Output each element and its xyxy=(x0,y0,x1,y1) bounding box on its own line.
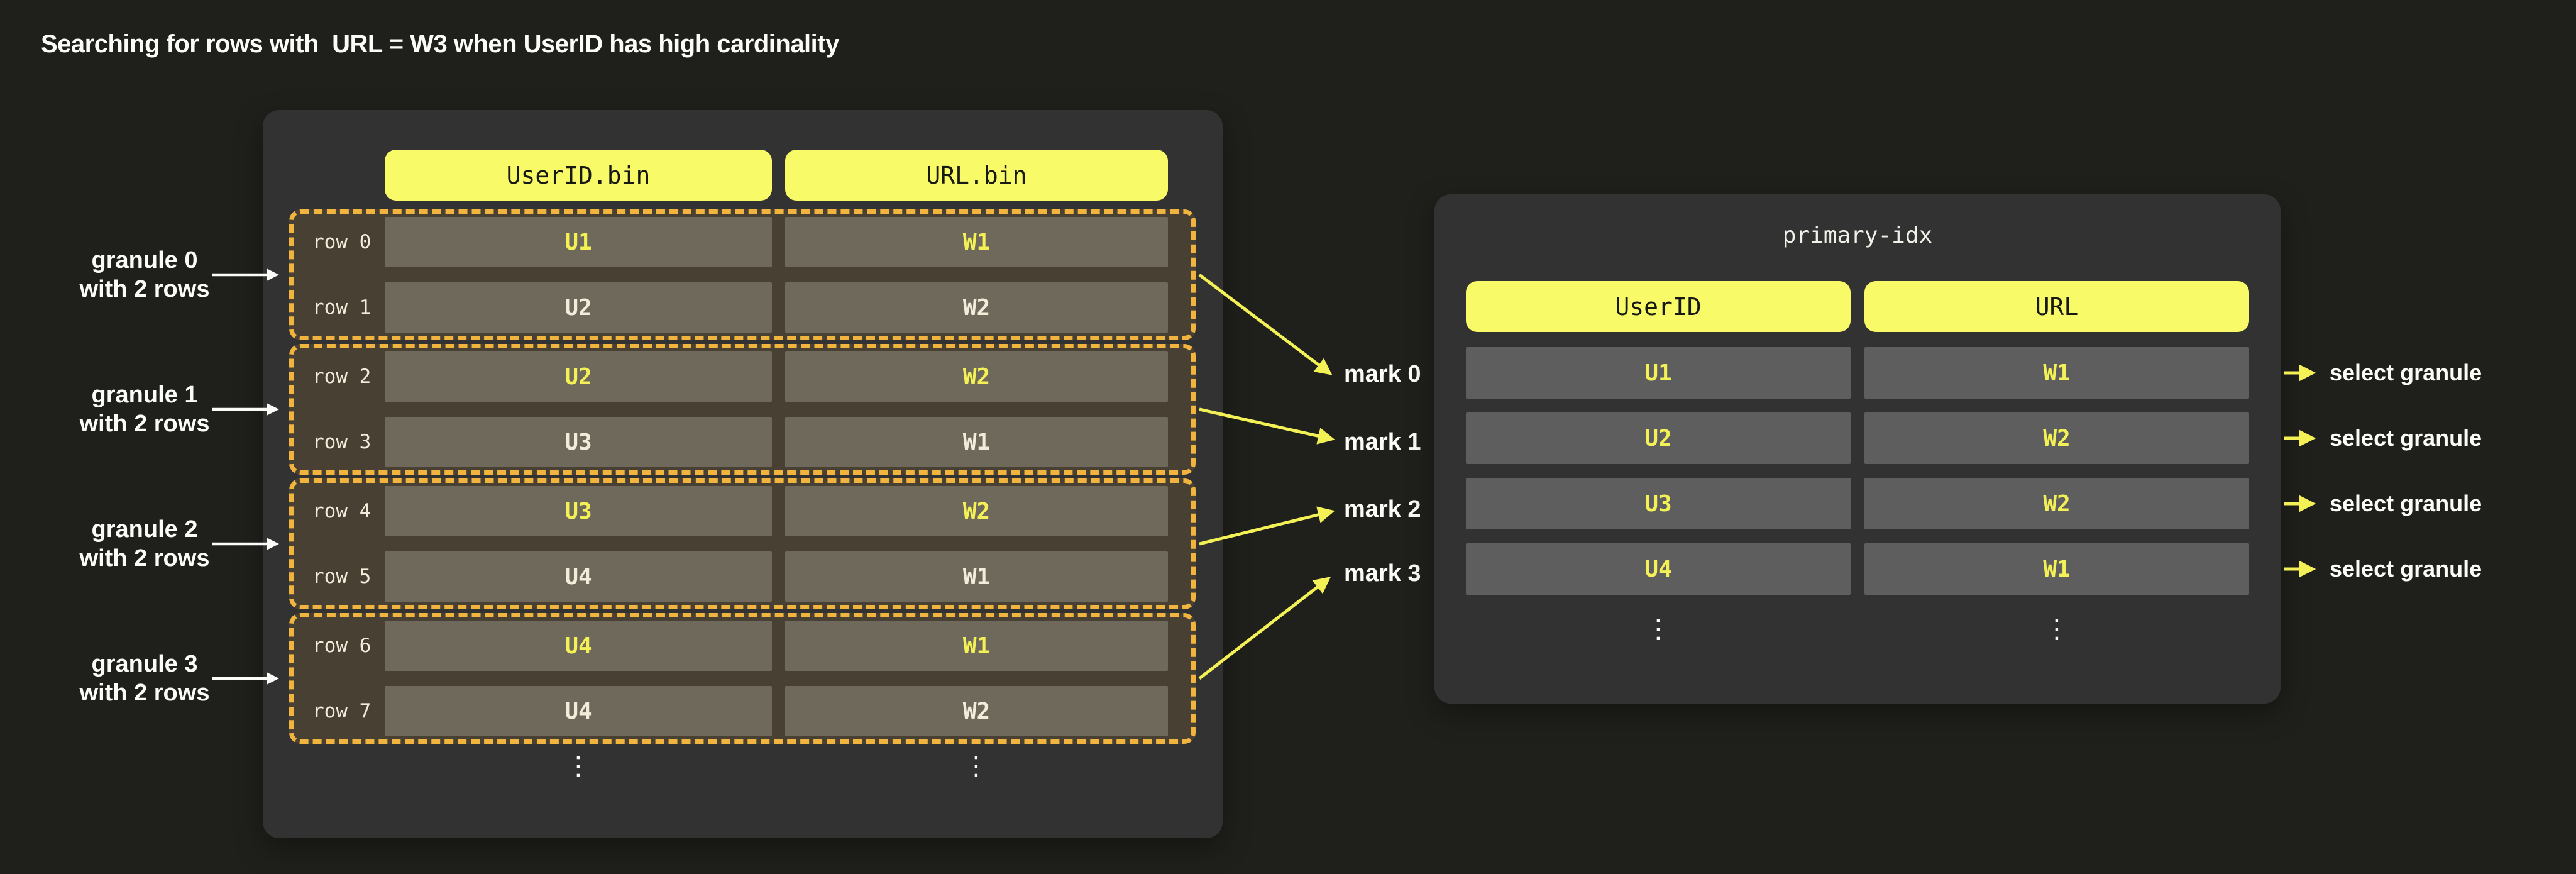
userid-header: UserID xyxy=(1466,281,1851,332)
url-cell: W1 xyxy=(785,621,1168,671)
row-label: row 5 xyxy=(312,565,372,588)
granule-1-label: granule 1 with 2 rows xyxy=(35,380,255,438)
mark-3-label: mark 3 xyxy=(1344,560,1421,587)
granule-label-line: granule 2 xyxy=(91,516,198,543)
userid-cell: U3 xyxy=(385,486,772,536)
granule-label-line: with 2 rows xyxy=(79,411,210,437)
granule-label-line: with 2 rows xyxy=(79,680,210,706)
url-cell: W1 xyxy=(785,417,1168,467)
vertical-ellipsis: ⋮ xyxy=(2044,614,2070,643)
granule-box-2: row 4 U3 W2 row 5 U4 W1 xyxy=(289,478,1196,609)
userid-cell: U4 xyxy=(385,621,772,671)
granule-label-line: granule 0 xyxy=(91,247,198,274)
row-label: row 2 xyxy=(312,365,372,388)
granule-3-label: granule 3 with 2 rows xyxy=(35,650,255,707)
row-label: row 6 xyxy=(312,634,372,657)
url-bin-header: URL.bin xyxy=(785,150,1168,201)
granule-box-0: row 0 U1 W1 row 1 U2 W2 xyxy=(289,209,1196,340)
index-url-cell: W2 xyxy=(1864,478,2249,529)
granule-box-3: row 6 U4 W1 row 7 U4 W2 xyxy=(289,613,1196,744)
userid-cell: U3 xyxy=(385,417,772,467)
granule-label-line: with 2 rows xyxy=(79,545,210,572)
row-label: row 0 xyxy=(312,231,372,253)
userid-cell: U4 xyxy=(385,551,772,602)
url-cell: W1 xyxy=(785,217,1168,267)
index-userid-cell: U4 xyxy=(1466,543,1851,595)
url-header: URL xyxy=(1864,281,2249,332)
index-url-cell: W1 xyxy=(1864,347,2249,399)
index-userid-cell: U1 xyxy=(1466,347,1851,399)
primary-index-panel: primary-idx UserID URL U1 W1 U2 W2 U3 W2… xyxy=(1434,194,2281,704)
granule-0-label: granule 0 with 2 rows xyxy=(35,246,255,304)
row-label: row 7 xyxy=(312,700,372,722)
select-granule-label: select granule xyxy=(2330,490,2482,516)
userid-cell: U1 xyxy=(385,217,772,267)
granule-label-line: granule 1 xyxy=(91,382,198,408)
row-label: row 1 xyxy=(312,296,372,319)
mark-1-label: mark 1 xyxy=(1344,429,1421,455)
diagram-title: Searching for rows with URL = W3 when Us… xyxy=(41,30,839,58)
select-granule-label: select granule xyxy=(2330,360,2482,385)
mark-0-label: mark 0 xyxy=(1344,361,1421,387)
mark-2-label: mark 2 xyxy=(1344,496,1421,523)
select-granule-label: select granule xyxy=(2330,556,2482,582)
url-cell: W2 xyxy=(785,486,1168,536)
index-url-cell: W2 xyxy=(1864,412,2249,464)
userid-cell: U2 xyxy=(385,351,772,402)
granule-box-1: row 2 U2 W2 row 3 U3 W1 xyxy=(289,344,1196,475)
bin-file-panel: UserID.bin URL.bin row 0 U1 W1 row 1 U2 … xyxy=(263,110,1223,838)
vertical-ellipsis: ⋮ xyxy=(565,751,592,780)
userid-cell: U2 xyxy=(385,282,772,333)
url-cell: W2 xyxy=(785,282,1168,333)
select-granule-label: select granule xyxy=(2330,425,2482,451)
url-cell: W2 xyxy=(785,686,1168,736)
row-label: row 4 xyxy=(312,500,372,523)
row-label: row 3 xyxy=(312,431,372,453)
userid-bin-header: UserID.bin xyxy=(385,150,772,201)
vertical-ellipsis: ⋮ xyxy=(1645,614,1671,643)
url-cell: W1 xyxy=(785,551,1168,602)
url-cell: W2 xyxy=(785,351,1168,402)
granule-2-label: granule 2 with 2 rows xyxy=(35,515,255,573)
primary-index-title: primary-idx xyxy=(1782,223,1933,248)
vertical-ellipsis: ⋮ xyxy=(963,751,989,780)
userid-cell: U4 xyxy=(385,686,772,736)
index-userid-cell: U2 xyxy=(1466,412,1851,464)
granule-label-line: with 2 rows xyxy=(79,276,210,302)
index-url-cell: W1 xyxy=(1864,543,2249,595)
index-userid-cell: U3 xyxy=(1466,478,1851,529)
granule-label-line: granule 3 xyxy=(91,651,198,677)
